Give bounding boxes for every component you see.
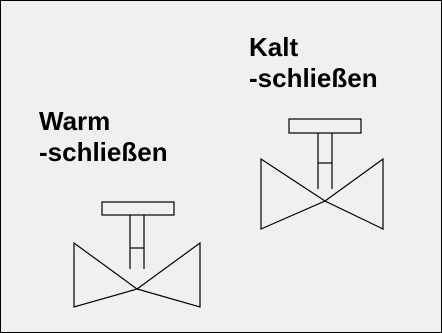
warm-valve-handle (101, 201, 175, 216)
kalt-valve-body-right (323, 157, 384, 230)
warm-label-line1: Warm (39, 106, 111, 136)
kalt-label-line2: -schließen (249, 63, 378, 93)
warm-valve-body-left (73, 241, 139, 308)
warm-valve-body-right (135, 241, 201, 308)
kalt-valve-handle (288, 118, 362, 134)
kalt-label-line1: Kalt (249, 32, 299, 62)
kalt-close-label: Kalt -schließen (249, 32, 378, 94)
warm-label-line2: -schließen (39, 137, 168, 167)
kalt-valve-body-left (260, 157, 327, 230)
kalt-valve-icon (260, 118, 384, 230)
warm-valve-icon (73, 201, 201, 308)
warm-close-label: Warm -schließen (39, 106, 168, 168)
